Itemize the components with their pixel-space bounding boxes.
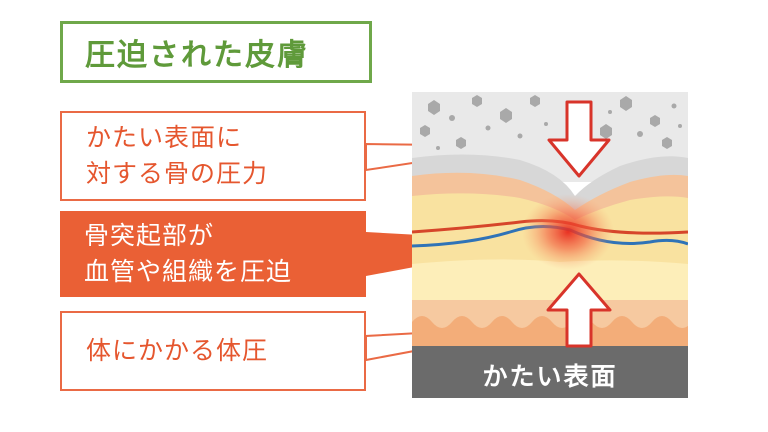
pressure-point-glow bbox=[522, 194, 614, 270]
hard-surface-label: かたい表面 bbox=[482, 362, 618, 391]
label-bone-pressure-line1: かたい表面に bbox=[86, 123, 243, 152]
bone-texture bbox=[420, 95, 682, 150]
label-body-pressure-line1: 体にかかる体圧 bbox=[86, 336, 269, 365]
label-bony-prominence-line2: 血管や組織を圧迫 bbox=[84, 257, 293, 286]
down-arrow-icon bbox=[547, 100, 611, 178]
deep-layer-wave bbox=[412, 316, 688, 346]
label-bony-prominence-line1: 骨突起部が bbox=[84, 221, 215, 250]
label-bone-pressure-line2: 対する骨の圧力 bbox=[86, 159, 269, 188]
label-body-pressure: 体にかかる体圧 bbox=[60, 311, 366, 391]
up-arrow-icon bbox=[546, 272, 612, 348]
label-bony-prominence: 骨突起部が 血管や組織を圧迫 bbox=[60, 211, 366, 297]
hard-surface bbox=[412, 346, 688, 398]
title-text: 圧迫された皮膚 bbox=[85, 38, 309, 73]
diagram-title: 圧迫された皮膚 bbox=[60, 21, 372, 83]
label-bone-pressure: かたい表面に 対する骨の圧力 bbox=[60, 111, 366, 201]
